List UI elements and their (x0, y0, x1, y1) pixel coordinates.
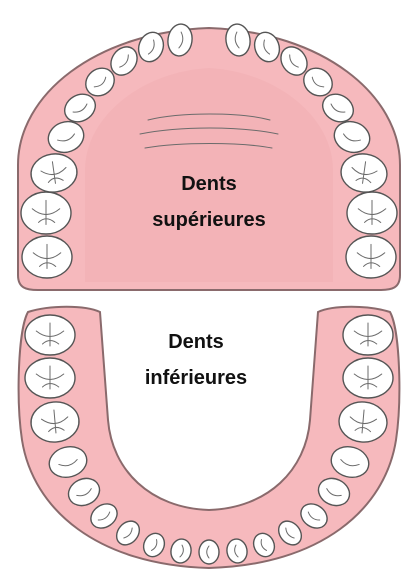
upper-label-line1: Dents (181, 173, 237, 195)
upper-tooth (346, 236, 396, 278)
lower-label-line1: Dents (168, 331, 224, 353)
upper-jaw: Dents supérieures (18, 22, 400, 290)
upper-tooth (22, 236, 72, 278)
upper-tooth (21, 192, 71, 234)
lower-tooth (199, 540, 219, 564)
lower-label-line2: inférieures (145, 367, 247, 389)
upper-label-line2: supérieures (152, 209, 265, 231)
lower-tooth (343, 315, 393, 355)
lower-jaw: Dents inférieures (19, 307, 400, 568)
lower-tooth (25, 358, 75, 398)
upper-tooth (347, 192, 397, 234)
lower-tooth (343, 358, 393, 398)
lower-tooth (25, 315, 75, 355)
